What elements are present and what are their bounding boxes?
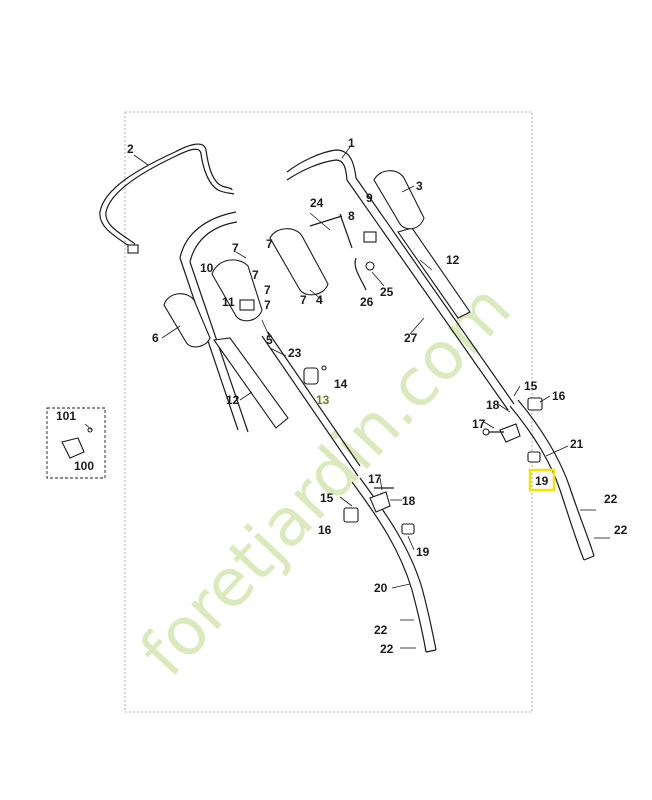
label-17a: 17 — [472, 417, 486, 431]
label-18b: 18 — [402, 494, 416, 508]
label-23: 23 — [288, 346, 302, 360]
label-5: 5 — [266, 333, 273, 347]
label-16a: 16 — [552, 389, 566, 403]
label-100: 100 — [74, 459, 94, 473]
label-26: 26 — [360, 295, 374, 309]
label-7e: 7 — [266, 237, 273, 251]
part-12-left-grip — [213, 337, 289, 429]
part-left-upper-handle — [179, 211, 361, 477]
part-1-upper-handle — [286, 149, 515, 411]
label-27: 27 — [404, 331, 418, 345]
part-13-14-knob — [303, 365, 327, 385]
label-20: 20 — [374, 581, 388, 595]
label-10: 10 — [200, 261, 214, 275]
label-7f: 7 — [300, 293, 307, 307]
label-14: 14 — [334, 377, 348, 391]
label-8: 8 — [348, 209, 355, 223]
label-12b: 12 — [226, 393, 240, 407]
label-7a: 7 — [232, 241, 239, 255]
leader-lines — [84, 146, 569, 589]
part-10-11-lever — [211, 259, 263, 322]
label-24: 24 — [310, 196, 324, 210]
label-25: 25 — [380, 285, 394, 299]
part-20-lower-tube — [343, 477, 437, 653]
part-24-26-clip — [309, 213, 377, 291]
part-labels: 1 2 3 4 5 6 7 7 7 7 7 7 8 9 10 11 12 12 … — [56, 136, 628, 656]
highlight-box — [528, 468, 556, 492]
label-22c: 22 — [374, 623, 388, 637]
inset-frame — [46, 407, 106, 479]
part-4-cover — [269, 228, 329, 296]
label-7d: 7 — [264, 298, 271, 312]
label-13: 13 — [316, 393, 330, 407]
label-18a: 18 — [486, 398, 500, 412]
part-22-screws — [400, 509, 610, 649]
label-3: 3 — [416, 179, 423, 193]
label-4: 4 — [316, 293, 323, 307]
label-22a: 22 — [604, 492, 618, 506]
label-12a: 12 — [446, 253, 460, 267]
label-15a: 15 — [524, 379, 538, 393]
label-1: 1 — [348, 136, 355, 150]
label-21: 21 — [570, 437, 584, 451]
inset-part-100 — [61, 427, 93, 459]
part-2-cable — [99, 143, 235, 254]
part-3-cover — [373, 170, 425, 230]
label-22b: 22 — [614, 523, 628, 537]
label-101: 101 — [56, 409, 76, 423]
label-7b: 7 — [252, 268, 259, 282]
label-9: 9 — [366, 191, 373, 205]
label-2: 2 — [127, 142, 134, 156]
diagram-frame — [124, 111, 533, 713]
label-19b: 19 — [416, 545, 430, 559]
label-22d: 22 — [380, 642, 394, 656]
label-16b: 16 — [318, 523, 332, 537]
label-6: 6 — [152, 331, 159, 345]
part-12-right-grip — [397, 227, 471, 319]
label-19-highlighted: 19 — [535, 474, 549, 488]
label-15b: 15 — [320, 491, 334, 505]
part-6-cover — [163, 293, 211, 348]
label-11: 11 — [222, 295, 235, 309]
label-17b: 17 — [368, 472, 382, 486]
label-7c: 7 — [264, 283, 271, 297]
part-21-lower-tube — [482, 397, 595, 561]
